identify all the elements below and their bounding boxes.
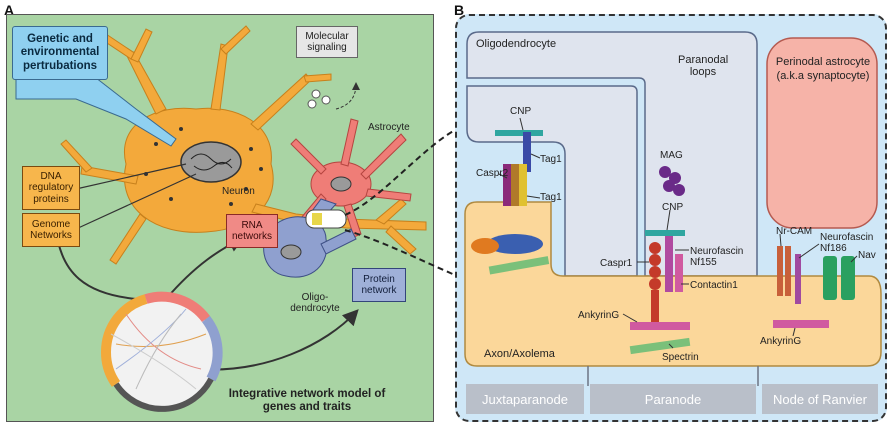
astrocyte-label: Astrocyte — [368, 122, 410, 133]
panel-b-illustration — [464, 31, 882, 386]
spectrin-label: Spectrin — [662, 352, 699, 363]
ankyring-label-1: AnkyrinG — [578, 310, 620, 321]
perinodal-astrocyte-label: Perinodal astrocyte (a.k.a synaptocyte) — [775, 56, 871, 82]
segment-node-of-ranvier: Node of Ranvier — [762, 384, 878, 414]
nr-cam-label: Nr-CAM — [776, 226, 813, 237]
neuron-nucleus — [180, 141, 242, 183]
rna-networks-label: RNA networks — [231, 219, 272, 243]
integrative-network-title: Integrative network model of genes and t… — [228, 388, 386, 414]
dna-regulatory-box: DNA regulatory proteins — [22, 166, 80, 210]
neurofascin-nf155-label: Neurofascin Nf155 — [690, 246, 744, 268]
tag1-label-2: Tag1 — [540, 192, 562, 203]
genome-networks-box: Genome Networks — [22, 213, 80, 247]
caspr2-label: Caspr2 — [476, 168, 509, 179]
panel-a-letter: A — [4, 2, 15, 18]
molecular-signaling-label: Molecular signaling — [305, 30, 349, 54]
molecular-signaling-box: Molecular signaling — [296, 26, 358, 58]
segment-paranode: Paranode — [590, 384, 756, 414]
rna-networks-box: RNA networks — [226, 214, 278, 248]
neurofascin-nf186-label: Neurofascin Nf186 — [820, 232, 874, 254]
genome-networks-label: Genome Networks — [30, 218, 72, 242]
oligodendrocyte-label: Oligo-dendrocyte — [290, 292, 340, 314]
perinodal-astrocyte-shape — [766, 37, 878, 229]
protein-network-label: Protein network — [361, 273, 397, 297]
protein-network-box: Protein network — [352, 268, 406, 302]
tag1-label-1: Tag1 — [540, 154, 562, 165]
oligodendrocyte-label-b: Oligodendrocyte — [476, 38, 557, 50]
caspr1-label: Caspr1 — [600, 258, 633, 269]
genetic-perturbation-box: Genetic and environmental pertrubations — [12, 26, 108, 80]
cnp-label-1: CNP — [510, 106, 532, 117]
oligodendrocyte-shape — [466, 31, 758, 277]
neuron-label: Neuron — [222, 186, 255, 197]
cnp-label-2: CNP — [662, 202, 684, 213]
network-circle — [100, 291, 223, 412]
axon-label: Axon/Axolema — [484, 348, 555, 360]
panel-a-illustration — [15, 25, 427, 412]
panel-b-letter: B — [454, 2, 465, 18]
ankyring-label-2: AnkyrinG — [760, 336, 802, 347]
panel-connector — [344, 129, 456, 276]
contactin1-label: Contactin1 — [690, 280, 738, 291]
genetic-perturbation-label: Genetic and environmental pertrubations — [20, 33, 100, 72]
segment-juxtaparanode: Juxtaparanode — [466, 384, 584, 414]
paranodal-loops-label: Paranodal loops — [678, 54, 729, 79]
nav-label: Nav — [858, 250, 876, 261]
mag-label: MAG — [660, 150, 683, 161]
dna-regulatory-label: DNA regulatory proteins — [28, 170, 74, 205]
